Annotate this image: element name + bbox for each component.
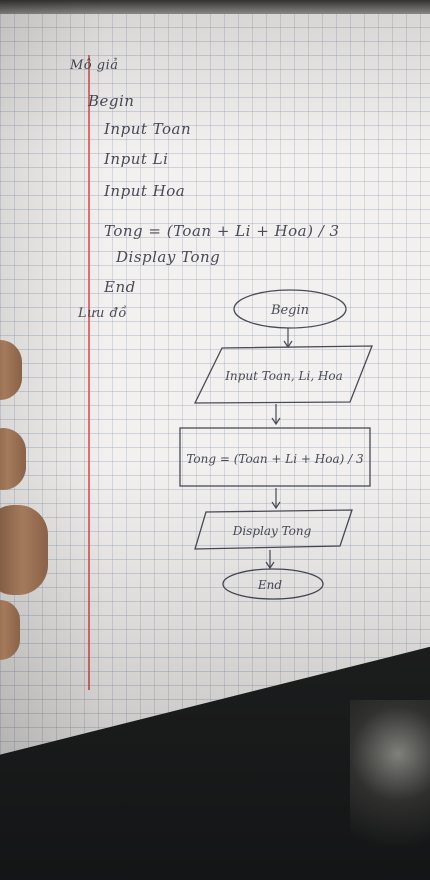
watermark-circle-icon <box>370 681 383 694</box>
flow-input-parallelogram <box>193 345 373 404</box>
finger-bottom <box>0 600 20 660</box>
finger-lower <box>0 505 48 595</box>
flow-end-oval <box>222 568 324 600</box>
flow-begin-oval <box>233 289 347 329</box>
flow-process-rect <box>179 427 371 487</box>
watermark-text: SUCHAT <box>386 683 423 693</box>
flow-input-label: Input Toan, Li, Hoa <box>224 369 343 383</box>
notes-line-tong-formula: Tong = (Toan + Li + Hoa) / 3 <box>104 222 340 240</box>
flow-end-label: End <box>257 578 282 592</box>
flowchart-heading: Lưu đồ <box>78 306 127 321</box>
notebook-page: Mô giả Begin Input Toan Input Li Input H… <box>0 0 430 755</box>
flow-output-parallelogram <box>194 509 353 550</box>
flow-output-label: Display Tong <box>232 524 312 538</box>
flowchart: Begin Input Toan, Li, Hoa Tong = (Toan +… <box>179 289 373 600</box>
finger-middle <box>0 428 26 490</box>
notes-line-display: Display Tong <box>116 248 221 266</box>
flow-arrowhead-2 <box>271 417 281 426</box>
flow-begin-label: Begin <box>270 303 309 318</box>
notes-title: Mô giả <box>70 58 119 73</box>
notes-line-end: End <box>104 278 136 296</box>
notes-line-begin: Begin <box>88 92 135 110</box>
camera-watermark: SUCHAT <box>370 681 422 694</box>
background-fabric <box>350 700 430 880</box>
finger-top <box>0 340 22 400</box>
notes-line-input-hoa: Input Hoa <box>104 182 186 200</box>
flow-arrowhead-3 <box>271 501 281 510</box>
flow-process-label: Tong = (Toan + Li + Hoa) / 3 <box>186 452 364 466</box>
notes-line-input-li: Input Li <box>104 150 169 168</box>
red-margin-line <box>88 55 90 690</box>
flow-arrowhead-4 <box>265 561 275 570</box>
notes-line-input-toan: Input Toan <box>104 120 192 138</box>
page-top-edge <box>0 0 430 14</box>
